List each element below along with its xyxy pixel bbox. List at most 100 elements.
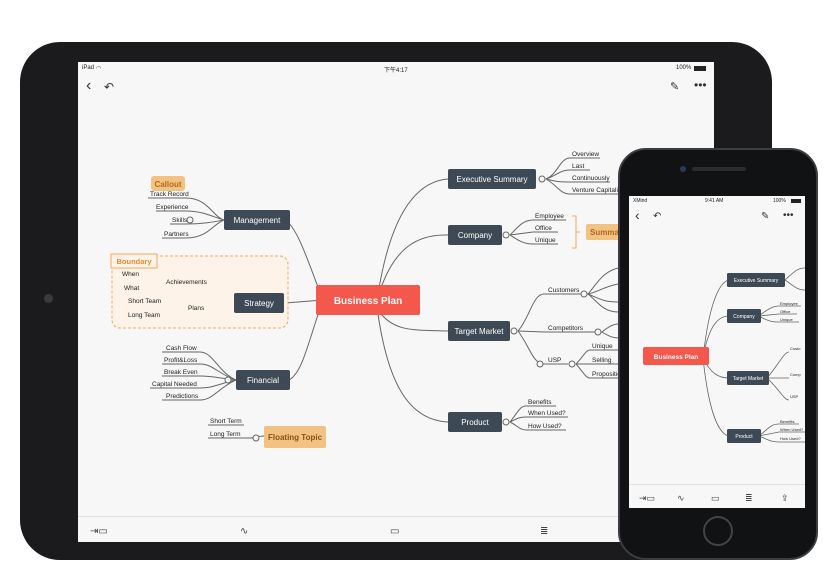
phone-carrier: XMind — [633, 198, 648, 204]
leaf-profit-loss: Profit&Loss — [164, 357, 198, 364]
phone-boundary-icon[interactable]: ▭ — [711, 493, 720, 503]
floating-topic-label: Floating Topic — [268, 433, 323, 442]
phone-leaf-customers: Custo — [790, 346, 801, 351]
topic-financial[interactable] — [236, 370, 290, 390]
link-executive — [377, 178, 449, 295]
leaf-experience: Experience — [156, 204, 189, 211]
phone-topic-executive[interactable] — [727, 273, 785, 287]
phone-topic-market[interactable] — [727, 371, 769, 385]
leaf-capital-needed: Capital Needed — [152, 381, 197, 388]
leaf-when: When — [122, 271, 139, 278]
leaf-track-record: Track Record — [150, 191, 189, 198]
leaf-partners: Partners — [164, 231, 189, 238]
phone-format-icon[interactable]: ✎ — [761, 211, 770, 222]
leaf-usp-selling: Selling — [592, 357, 612, 364]
wifi-icon: ◠ — [96, 66, 102, 72]
phone-leaf-usp: USP — [790, 394, 799, 399]
topic-product[interactable] — [448, 412, 502, 432]
phone-leaf-employee: Employee — [780, 301, 799, 306]
topic-management[interactable] — [224, 210, 290, 230]
leaf-unique: Unique — [535, 237, 556, 244]
phone-bottom-toolbar: ⇥▭ ∿ ▭ ≣ ⇪ — [629, 484, 805, 508]
leaf-long-team: Long Team — [128, 312, 160, 319]
phone-executive-label: Executive Summary — [734, 278, 779, 284]
leaf-long-term: Long Term — [210, 431, 241, 438]
leaf-short-term: Short Term — [210, 418, 242, 425]
topic-strategy[interactable] — [234, 293, 284, 313]
phone-company-label: Company — [733, 314, 755, 320]
phone-leaf-how-used: How Used? — [780, 436, 801, 441]
topic-financial-label: Financial — [247, 376, 279, 385]
topic-management-label: Management — [234, 216, 281, 225]
leaf-last: Last — [572, 163, 584, 170]
phone-clock: 9:41 AM — [705, 198, 724, 204]
phone-insert-topic-icon[interactable]: ⇥▭ — [639, 493, 656, 503]
node-plans: Plans — [188, 305, 205, 312]
phone-undo-icon[interactable]: ↶ — [653, 211, 662, 222]
mind-map-canvas[interactable]: Callout Boundary Summary Business Plan M… — [78, 62, 714, 516]
iphone-camera — [680, 166, 686, 172]
phone-topic-company[interactable] — [727, 309, 761, 323]
leaf-employee: Employee — [535, 213, 564, 220]
phone-leaf-competitors: Comp — [790, 372, 801, 377]
phone-leaf-unique: Unique — [780, 317, 793, 322]
clock: 下午4:17 — [384, 68, 408, 74]
leaf-short-team: Short Team — [128, 298, 161, 305]
phone-back-icon[interactable]: ‹ — [635, 207, 640, 223]
leaf-usp-unique: Unique — [592, 343, 613, 350]
insert-topic-icon[interactable]: ⇥▭ — [90, 526, 108, 537]
topic-executive-summary[interactable] — [448, 169, 536, 189]
link-company — [377, 234, 449, 298]
iphone-screen: XMind 9:41 AM 100% ‹ ↶ ✎ ••• — [629, 196, 805, 508]
central-topic-label: Business Plan — [334, 296, 402, 307]
summary-icon[interactable]: ≣ — [540, 526, 549, 537]
phone-central-topic[interactable] — [643, 347, 709, 365]
leaf-usp-proposition: Proposition — [592, 371, 625, 378]
central-topic[interactable] — [316, 285, 420, 315]
leaf-break-even: Break Even — [164, 369, 198, 376]
relationship-icon[interactable]: ∿ — [240, 526, 249, 537]
floating-topic[interactable] — [264, 426, 326, 448]
home-button[interactable] — [703, 516, 733, 546]
node-competitors: Competitors — [548, 325, 584, 332]
phone-battery-percent: 100% — [773, 198, 786, 204]
node-customers: Customers — [548, 287, 580, 294]
topic-target-market[interactable] — [448, 321, 510, 341]
phone-more-icon[interactable]: ••• — [783, 210, 794, 221]
callout-node[interactable] — [151, 176, 185, 191]
more-icon[interactable]: ••• — [694, 78, 707, 92]
topic-company-label: Company — [458, 231, 492, 240]
leaf-continuously: Continuously — [572, 175, 610, 182]
phone-leaf-office: Office — [780, 309, 791, 314]
phone-relationship-icon[interactable]: ∿ — [677, 493, 685, 503]
summary-node[interactable] — [586, 224, 626, 240]
ipad-bottom-toolbar: ⇥▭ ∿ ▭ ≣ — [78, 516, 714, 542]
phone-battery-icon — [791, 199, 801, 203]
boundary-label: Boundary — [116, 257, 152, 266]
leaf-venture-capitalist: Venture Capitalist — [572, 187, 623, 194]
iphone-speaker — [692, 167, 746, 171]
boundary-icon[interactable]: ▭ — [390, 526, 400, 537]
phone-share-icon[interactable]: ⇪ — [781, 493, 789, 503]
battery-icon — [694, 66, 706, 71]
node-achievements: Achievements — [166, 279, 208, 286]
leaf-skills: Skills — [172, 217, 188, 224]
undo-icon[interactable]: ↶ — [104, 80, 115, 94]
summary-bracket — [572, 215, 580, 249]
phone-market-label: Target Market — [733, 376, 764, 382]
topic-market-label: Target Market — [455, 327, 505, 336]
leaf-predictions: Predictions — [166, 393, 199, 400]
topic-company[interactable] — [448, 225, 502, 245]
leaf-when-used: When Used? — [528, 410, 566, 417]
phone-topic-product[interactable] — [727, 429, 761, 443]
topic-strategy-label: Strategy — [244, 299, 274, 308]
leaf-office: Office — [535, 225, 552, 232]
back-icon[interactable]: ‹ — [86, 77, 92, 94]
leaf-what: What — [124, 285, 139, 292]
format-brush-icon[interactable]: ✎ — [670, 81, 680, 93]
phone-mind-map-canvas[interactable]: Business Plan Executive Summary Company … — [629, 224, 805, 484]
battery-percent: 100% — [676, 65, 692, 71]
phone-summary-icon[interactable]: ≣ — [745, 493, 753, 503]
summary-label: Summary — [590, 228, 627, 237]
leaf-overview: Overview — [572, 151, 599, 158]
